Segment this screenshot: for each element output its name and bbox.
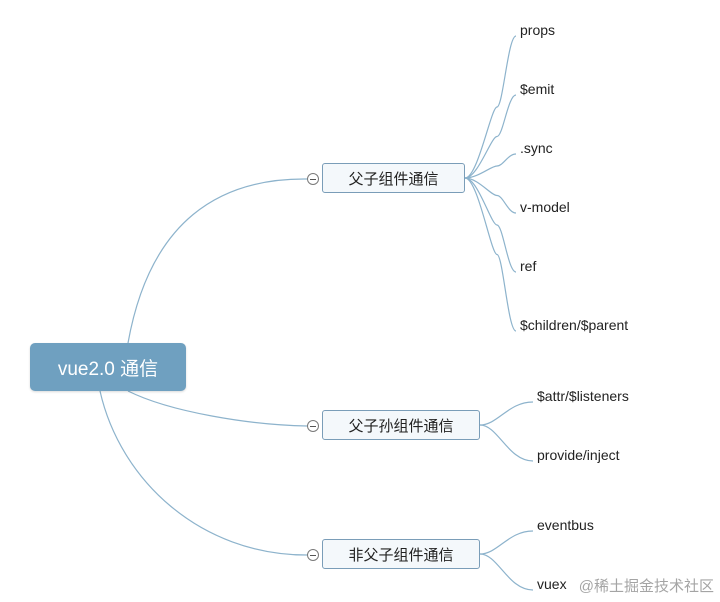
collapse-toggle-icon[interactable] [307,549,319,561]
connector-branch-2-leaf-1 [479,401,534,426]
branch-node-non-parent-child[interactable]: 非父子组件通信 [322,539,480,569]
connector-branch-2-leaf-2 [479,424,534,462]
connector-branch-1-leaf-5 [464,177,517,273]
branch-node-parent-child[interactable]: 父子组件通信 [322,163,465,193]
connector-branch-1-leaf-3 [464,153,517,179]
branch-node-parent-child-grandchild[interactable]: 父子孙组件通信 [322,410,480,440]
leaf-attr-listeners[interactable]: $attr/$listeners [537,388,629,404]
branch-label: 非父子组件通信 [348,546,454,564]
leaf-props[interactable]: props [520,22,556,38]
leaf-emit[interactable]: $emit [520,81,555,97]
leaf-children-parent[interactable]: $children/$parent [520,317,629,333]
leaf-v-model[interactable]: v-model [520,199,570,215]
branch-label: 父子组件通信 [348,170,439,188]
leaf-ref[interactable]: ref [520,258,537,274]
leaf-provide-inject[interactable]: provide/inject [537,447,620,463]
root-label: vue2.0 通信 [57,358,159,380]
connector-branch-1-leaf-2 [464,94,517,179]
connector-root-to-branch-3 [99,390,308,556]
connector-root-to-branch-2 [127,390,308,427]
collapse-toggle-icon[interactable] [307,420,319,432]
connector-branch-1-leaf-1 [464,35,517,179]
watermark: @稀土掘金技术社区 [578,578,714,595]
leaf-eventbus[interactable]: eventbus [537,517,594,533]
collapse-toggle-icon[interactable] [307,173,319,185]
connector-branch-1-leaf-4 [464,177,517,214]
leaf-vuex[interactable]: vuex [537,576,567,592]
branch-label: 父子孙组件通信 [348,417,454,435]
connector-branch-3-leaf-1 [479,530,534,555]
leaf-sync[interactable]: .sync [520,140,553,156]
connector-branch-1-leaf-6 [464,177,517,332]
connector-root-to-branch-1 [127,178,308,344]
root-node[interactable]: vue2.0 通信 [30,343,186,391]
connector-branch-3-leaf-2 [479,553,534,591]
